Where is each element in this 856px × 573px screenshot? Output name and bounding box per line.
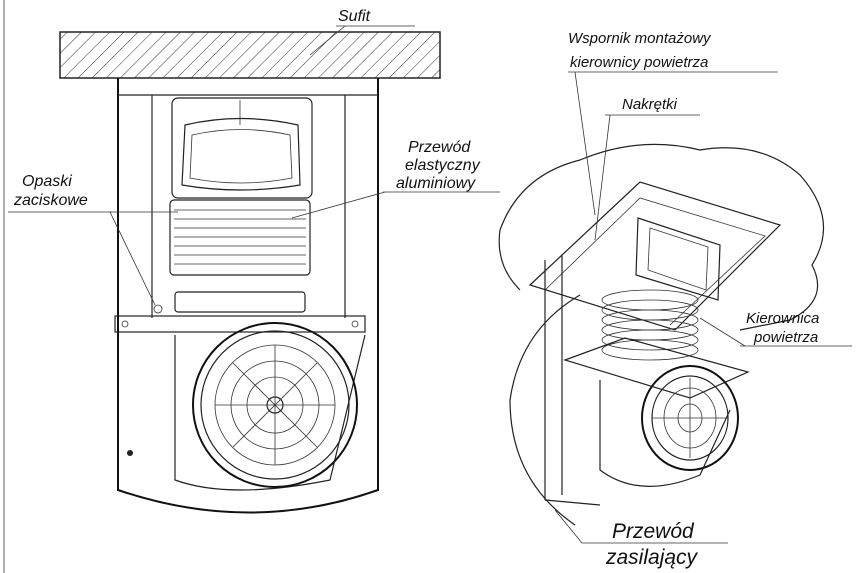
label-duct-line1: Przewód (408, 139, 471, 156)
ceiling-outline (498, 143, 825, 331)
label-clamps-line1: Opaski (22, 173, 72, 190)
label-duct-line3: aluminiowy (396, 175, 476, 192)
clamp-band (174, 291, 306, 313)
hood-housing (117, 78, 379, 514)
label-diverter-line2: powietrza (753, 329, 818, 346)
label-nuts: Nakrętki (622, 96, 678, 113)
label-clamps-line2: zaciskowe (13, 192, 88, 209)
leader-lines (8, 25, 852, 544)
power-cable (509, 294, 581, 526)
screw-dot (127, 450, 133, 456)
perspective-view (498, 143, 825, 526)
coiled-duct (601, 289, 699, 361)
label-bracket-line1: Wspornik montażowy (568, 30, 712, 47)
flexible-duct (169, 199, 311, 276)
label-ceiling: Sufit (338, 8, 371, 25)
label-duct-line2: elastyczny (405, 157, 481, 174)
mounting-plate (528, 181, 782, 331)
label-bracket-line2: kierownicy powietrza (570, 54, 708, 71)
mounting-bar (114, 315, 366, 333)
label-cable-line1: Przewód (612, 520, 695, 543)
label-diverter-line1: Kierownica (746, 310, 819, 327)
label-cable-line2: zasilający (605, 546, 699, 569)
air-diverter-box (635, 217, 721, 301)
fan-unit-perspective (599, 365, 739, 487)
duct-top-box (171, 97, 313, 199)
fan-unit (174, 322, 366, 491)
ceiling-slab (59, 31, 441, 79)
front-view (59, 31, 441, 514)
lower-bracket (563, 337, 750, 399)
